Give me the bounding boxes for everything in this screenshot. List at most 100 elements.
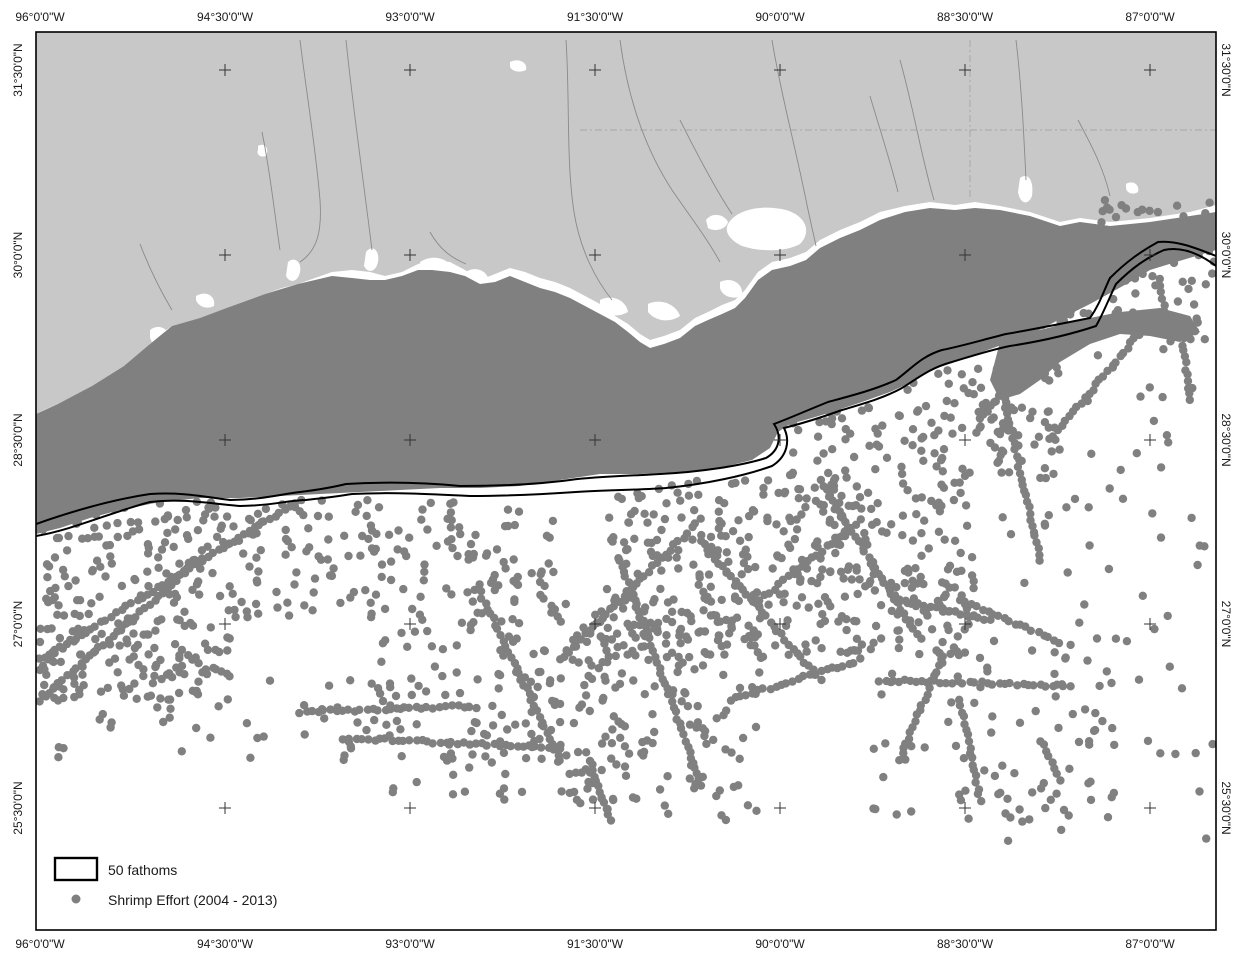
effort-dot bbox=[292, 568, 301, 577]
bottom-longitude-labels: 96°0'0"W 94°30'0"W 93°0'0"W 91°30'0"W 90… bbox=[15, 937, 1175, 951]
effort-dot bbox=[1030, 531, 1039, 540]
effort-dot bbox=[117, 581, 127, 591]
effort-dot bbox=[1138, 205, 1147, 214]
effort-dot bbox=[473, 608, 482, 617]
effort-dot bbox=[194, 677, 203, 686]
effort-dot bbox=[54, 753, 63, 762]
effort-dot bbox=[714, 524, 723, 533]
effort-dot bbox=[325, 571, 335, 580]
effort-dot bbox=[54, 743, 63, 752]
effort-dot bbox=[1148, 509, 1157, 518]
effort-dot bbox=[640, 690, 649, 699]
effort-dot bbox=[934, 527, 944, 536]
effort-dot bbox=[655, 785, 665, 794]
effort-dot bbox=[876, 634, 886, 643]
effort-dot bbox=[837, 414, 847, 423]
effort-dot bbox=[667, 607, 677, 616]
effort-dot bbox=[1184, 284, 1193, 294]
effort-dot bbox=[1074, 266, 1083, 275]
effort-dot bbox=[466, 539, 476, 549]
effort-dot bbox=[132, 694, 141, 703]
effort-dot bbox=[324, 512, 333, 521]
effort-dot bbox=[1028, 407, 1037, 416]
effort-dot bbox=[300, 730, 309, 739]
effort-dot bbox=[787, 470, 797, 479]
effort-dot bbox=[564, 648, 573, 657]
effort-dot bbox=[561, 599, 570, 609]
effort-dot bbox=[281, 550, 290, 559]
effort-dot bbox=[717, 531, 726, 540]
effort-dot bbox=[897, 377, 906, 386]
effort-dot bbox=[662, 631, 671, 640]
effort-dot bbox=[624, 749, 634, 758]
effort-dot bbox=[37, 498, 46, 507]
effort-dot bbox=[959, 754, 969, 763]
effort-dot bbox=[815, 373, 824, 382]
effort-dot bbox=[722, 615, 731, 625]
effort-dot bbox=[239, 549, 248, 558]
effort-dot bbox=[777, 629, 786, 638]
effort-dot bbox=[851, 520, 861, 529]
effort-dot bbox=[987, 728, 996, 737]
effort-dot bbox=[1177, 684, 1187, 693]
effort-dot bbox=[642, 736, 652, 745]
effort-dot bbox=[300, 601, 309, 610]
effort-dot bbox=[182, 513, 191, 522]
effort-dot bbox=[1103, 266, 1113, 276]
effort-dot bbox=[153, 617, 162, 626]
rivers bbox=[139, 39, 1111, 311]
effort-dot bbox=[967, 553, 977, 562]
effort-dot bbox=[1047, 272, 1057, 281]
effort-dot bbox=[1157, 294, 1167, 303]
effort-dot bbox=[785, 543, 795, 553]
effort-dot bbox=[806, 389, 815, 399]
effort-dot bbox=[607, 754, 616, 763]
effort-dot bbox=[371, 544, 380, 554]
effort-dot bbox=[38, 525, 48, 534]
effort-dot bbox=[1121, 230, 1131, 240]
effort-dot bbox=[131, 613, 140, 622]
effort-dot bbox=[1103, 813, 1113, 822]
effort-dot bbox=[195, 590, 204, 599]
effort-dot bbox=[1018, 817, 1027, 826]
effort-dot bbox=[940, 535, 949, 544]
effort-dot bbox=[672, 553, 681, 562]
effort-dot bbox=[386, 705, 395, 714]
effort-dot bbox=[223, 646, 232, 655]
effort-dot bbox=[1107, 234, 1116, 244]
effort-dot bbox=[572, 795, 582, 804]
effort-dot bbox=[620, 762, 630, 771]
effort-dot bbox=[827, 540, 836, 549]
effort-dot bbox=[898, 511, 908, 520]
effort-dot bbox=[973, 789, 983, 799]
effort-dot bbox=[200, 510, 210, 519]
effort-dot bbox=[38, 661, 48, 670]
effort-dot bbox=[781, 679, 790, 688]
effort-dot bbox=[920, 743, 929, 752]
effort-dot bbox=[272, 587, 281, 597]
effort-dot bbox=[290, 580, 299, 589]
effort-dot bbox=[242, 607, 251, 616]
effort-dot bbox=[864, 403, 873, 412]
effort-dot bbox=[714, 496, 724, 505]
effort-dot bbox=[785, 513, 794, 522]
effort-dot bbox=[1117, 201, 1126, 210]
effort-dot bbox=[556, 674, 565, 683]
effort-dot bbox=[924, 544, 933, 553]
effort-dot bbox=[302, 547, 311, 556]
effort-dot bbox=[609, 613, 618, 622]
left-latitude-labels: 31°30'0"N 30°0'0"N 28°30'0"N 27°0'0"N 25… bbox=[11, 43, 25, 834]
effort-dot bbox=[525, 689, 535, 698]
effort-dot bbox=[1028, 521, 1037, 531]
effort-dot bbox=[97, 629, 106, 639]
effort-dot bbox=[577, 768, 586, 777]
effort-dot bbox=[816, 475, 826, 485]
effort-dot bbox=[421, 687, 431, 696]
effort-dot bbox=[615, 597, 625, 607]
effort-dot bbox=[447, 516, 456, 525]
effort-dot bbox=[208, 568, 217, 578]
effort-dot bbox=[602, 646, 611, 655]
effort-dot bbox=[641, 622, 651, 631]
effort-dot bbox=[1131, 289, 1140, 298]
effort-dot bbox=[887, 669, 897, 678]
